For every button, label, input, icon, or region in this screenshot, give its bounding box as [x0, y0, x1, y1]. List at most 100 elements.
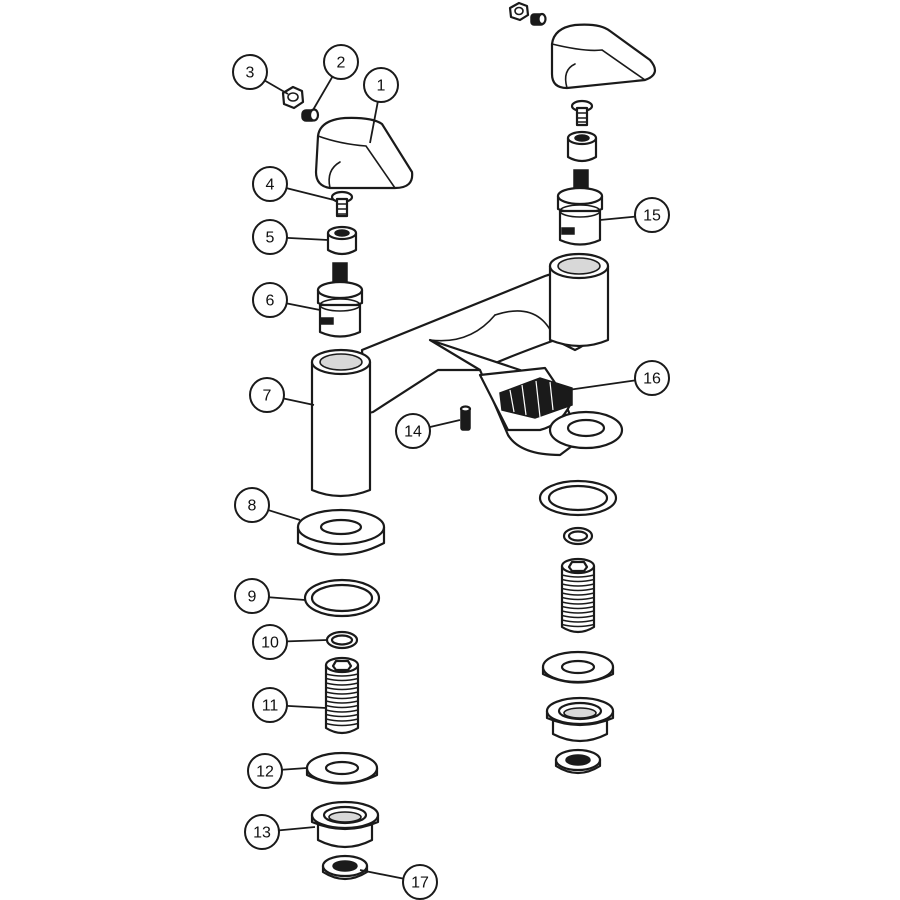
callout-circle	[323, 44, 359, 80]
callout-circle	[634, 197, 670, 233]
right-base-washer	[538, 479, 618, 517]
part-11-threaded-shank	[324, 656, 360, 735]
callout-11: 11	[252, 687, 327, 723]
right-flat-washer	[541, 650, 615, 684]
right-adaptor-sleeve	[566, 130, 598, 163]
callout-leader	[286, 236, 329, 241]
callout-circle	[244, 814, 280, 850]
callout-circle	[249, 377, 285, 413]
callout-leader	[286, 302, 321, 311]
callout-7: 7	[249, 377, 315, 413]
callout-leader	[359, 869, 404, 880]
callout-circle	[234, 578, 270, 614]
callout-leader	[264, 79, 289, 95]
callout-circle	[247, 753, 283, 789]
callout-circle	[252, 166, 288, 202]
callout-3: 3	[232, 54, 289, 95]
callout-circle	[252, 282, 288, 318]
callout-number: 4	[266, 177, 275, 194]
callout-leader	[286, 639, 328, 643]
callout-13: 13	[244, 814, 316, 850]
callout-circle	[252, 219, 288, 255]
part-9-o-ring	[303, 578, 381, 618]
callout-leader	[281, 767, 308, 771]
callout-circle	[634, 360, 670, 396]
callout-circle	[232, 54, 268, 90]
callout-number: 5	[266, 230, 275, 247]
callout-15: 15	[599, 197, 670, 233]
part-6-cartridge	[316, 262, 364, 338]
callout-number: 10	[261, 635, 279, 652]
callout-14: 14	[395, 413, 461, 449]
callout-4: 4	[252, 166, 335, 202]
part-14-pin	[459, 405, 472, 431]
callout-1: 1	[363, 67, 399, 144]
callout-5: 5	[252, 219, 329, 255]
part-16-aerator	[499, 377, 573, 419]
part-2-insert	[301, 108, 320, 122]
callout-leader	[286, 705, 327, 709]
callout-number: 14	[404, 424, 422, 441]
right-small-o-ring	[562, 526, 594, 546]
part-10-small-o-ring	[325, 630, 359, 650]
part-12-flat-washer	[305, 751, 379, 785]
callout-number: 2	[337, 55, 346, 72]
part-8-base-washer	[296, 508, 386, 556]
callout-number: 16	[643, 371, 661, 388]
callout-leader	[278, 826, 316, 832]
callout-circle	[363, 67, 399, 103]
part-17-filter-washer	[321, 854, 369, 881]
callout-number: 1	[377, 78, 386, 95]
callout-6: 6	[252, 282, 321, 318]
callout-16: 16	[567, 360, 670, 396]
part-3-nut	[281, 85, 305, 110]
right-filter-washer	[554, 748, 602, 775]
callout-number: 3	[246, 65, 255, 82]
callout-circle	[402, 864, 438, 900]
part-4-screw	[330, 190, 354, 218]
callout-8: 8	[234, 487, 301, 523]
callout-leader	[599, 215, 636, 221]
thread-lines	[561, 574, 595, 628]
right-threaded-shank	[560, 557, 596, 634]
callout-leader	[312, 76, 334, 111]
callout-leader	[429, 419, 461, 429]
callout-number: 9	[248, 589, 257, 606]
callout-9: 9	[234, 578, 306, 614]
callout-circle	[395, 413, 431, 449]
thread-lines	[325, 673, 359, 727]
base-ring-right	[548, 410, 624, 450]
callout-number: 15	[643, 208, 661, 225]
callout-2: 2	[312, 44, 359, 111]
callout-10: 10	[252, 624, 328, 660]
callout-leader	[283, 397, 315, 406]
callout-number: 8	[248, 498, 257, 515]
callout-circle	[234, 487, 270, 523]
callout-number: 6	[266, 293, 275, 310]
right-nut	[508, 1, 547, 26]
right-screw	[570, 99, 594, 127]
part-15-cartridge	[556, 169, 604, 246]
part-1-lever-handle	[314, 116, 414, 190]
callout-circle	[252, 624, 288, 660]
part-5-adaptor-sleeve	[326, 225, 358, 256]
callout-number: 7	[263, 388, 272, 405]
callout-number: 11	[262, 698, 279, 715]
right-lever-handle	[550, 23, 657, 90]
callout-leader	[286, 187, 335, 201]
callout-17: 17	[359, 864, 438, 900]
callout-circle	[252, 687, 288, 723]
part-13-back-nut	[310, 800, 380, 849]
right-back-nut	[545, 696, 615, 743]
callout-number: 13	[253, 825, 271, 842]
callout-leader	[369, 101, 379, 144]
callout-leader	[267, 509, 301, 521]
callout-number: 12	[256, 764, 274, 781]
callout-leader	[567, 379, 636, 391]
callout-leader	[268, 596, 306, 601]
callout-number: 17	[411, 875, 429, 892]
callout-12: 12	[247, 753, 308, 789]
